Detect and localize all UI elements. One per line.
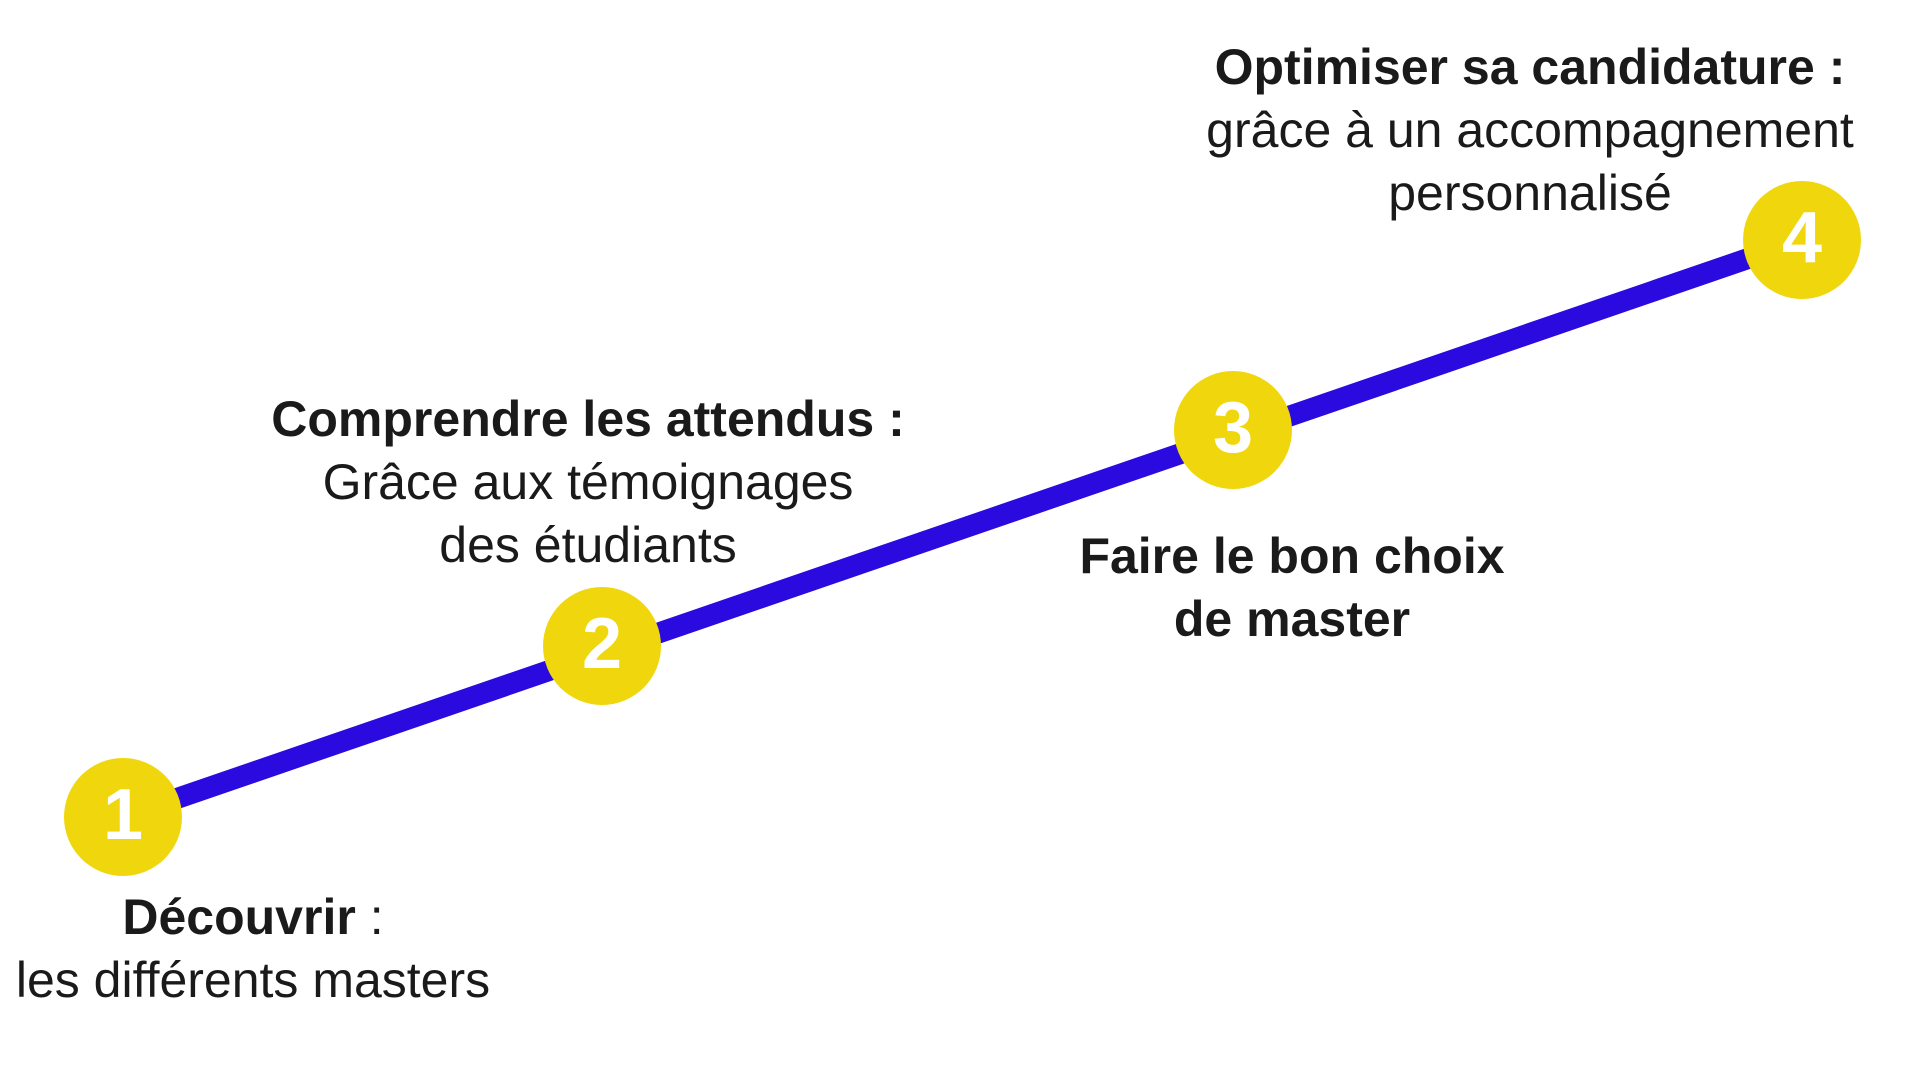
- step-4-body-line: grâce à un accompagnement: [1206, 102, 1854, 158]
- step-1-body-line: les différents masters: [15, 952, 491, 1008]
- step-3-label: Faire le bon choix de master: [1079, 525, 1504, 651]
- progress-line: [119, 230, 1806, 827]
- step-3-heading: Faire le bon choix: [1079, 528, 1505, 584]
- step-1-label: Découvrir : les différents masters: [16, 886, 490, 1012]
- step-2-body-line: Grâce aux témoignages: [322, 454, 854, 510]
- step-4-body-line: personnalisé: [1388, 165, 1672, 221]
- step-1-number: 1: [102, 775, 144, 855]
- step-2-circle: 2: [543, 587, 661, 705]
- step-2-label: Comprendre les attendus : Grâce aux témo…: [271, 388, 904, 577]
- step-4-number: 4: [1781, 198, 1823, 278]
- step-1-circle: 1: [64, 758, 182, 876]
- step-2-heading: Comprendre les attendus :: [271, 391, 905, 447]
- step-1-heading-colon: :: [355, 889, 384, 945]
- step-4-label: Optimiser sa candidature : grâce à un ac…: [1206, 36, 1854, 225]
- step-3-circle: 3: [1174, 371, 1292, 489]
- step-1-heading-line: Découvrir :: [16, 886, 490, 949]
- step-1-heading: Découvrir: [122, 889, 356, 945]
- step-4-heading: Optimiser sa candidature :: [1214, 39, 1846, 95]
- step-3-heading-line2: de master: [1173, 591, 1411, 647]
- step-4-circle: 4: [1743, 181, 1861, 299]
- step-3-number: 3: [1212, 388, 1254, 468]
- step-2-number: 2: [581, 604, 623, 684]
- step-2-body-line: des étudiants: [439, 517, 737, 573]
